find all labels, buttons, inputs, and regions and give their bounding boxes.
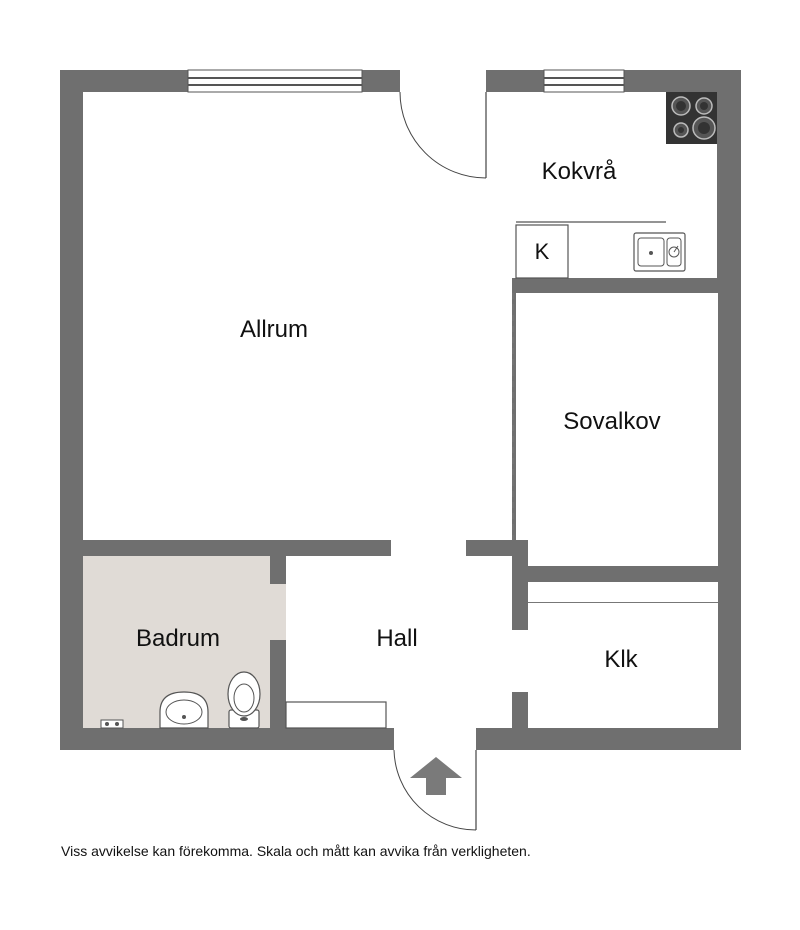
toilet-icon — [227, 671, 261, 729]
fridge-label: K — [535, 239, 550, 264]
window-icon — [187, 69, 363, 93]
room-label-allrum: Allrum — [240, 316, 308, 343]
room-label-klk: Klk — [604, 646, 638, 673]
room-label-badrum: Badrum — [136, 625, 220, 652]
disclaimer-text: Viss avvikelse kan förekomma. Skala och … — [61, 843, 531, 859]
sink-icon — [633, 232, 686, 272]
interior-walls — [83, 278, 718, 728]
fridge — [515, 224, 569, 279]
hall-shelf — [285, 701, 387, 729]
stove-icon — [666, 92, 717, 144]
floor-klk — [528, 582, 718, 728]
floor-hall — [286, 540, 512, 728]
floor-sovalkov — [516, 293, 718, 566]
floor-areas — [83, 92, 718, 728]
window-icon — [543, 69, 625, 93]
room-label-sovalkov: Sovalkov — [563, 408, 660, 435]
floor-allrum — [83, 92, 666, 540]
floor-klk-shelf — [528, 602, 718, 603]
washbasin-icon — [159, 691, 209, 729]
door-swing-icon — [393, 728, 477, 831]
entrance-arrow-icon — [410, 757, 462, 795]
tap-icon — [100, 719, 124, 729]
room-label-hall: Hall — [376, 625, 417, 652]
door-swing-icon — [399, 70, 487, 179]
room-label-kokvra: Kokvrå — [542, 158, 617, 185]
